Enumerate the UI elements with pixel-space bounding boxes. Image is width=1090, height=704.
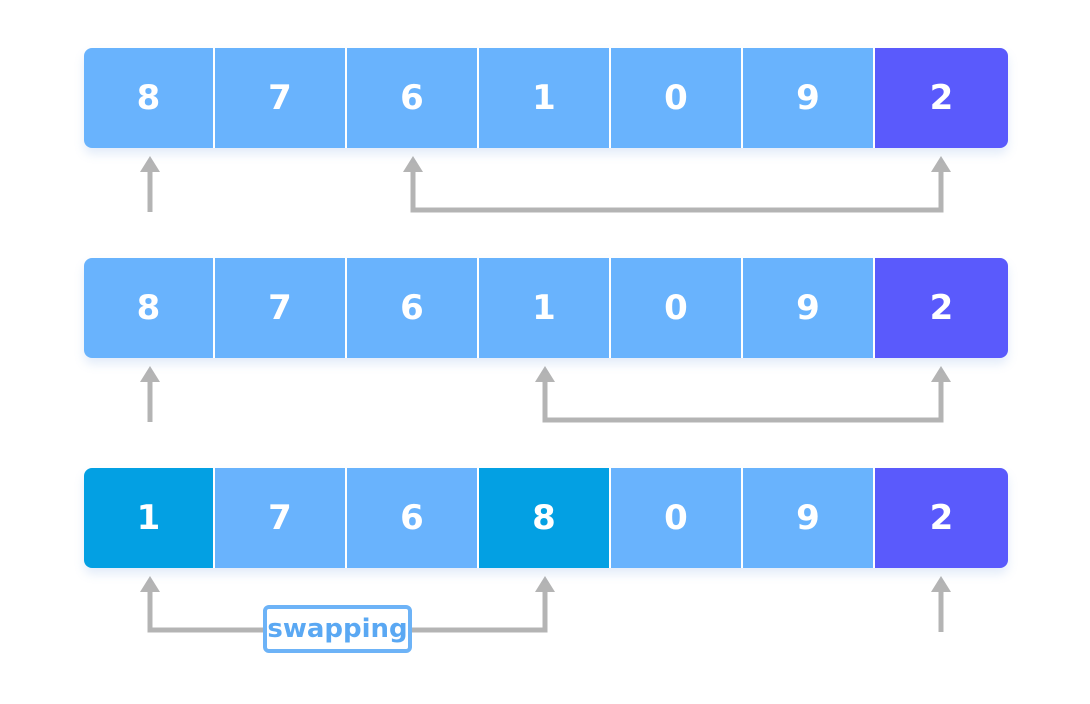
pointer-j-bracket-arrow bbox=[410, 170, 944, 213]
array-cell: 7 bbox=[215, 468, 347, 568]
arrowhead bbox=[403, 156, 423, 172]
arrowhead bbox=[931, 576, 951, 592]
array-cell: 1 bbox=[84, 468, 215, 568]
arrowhead bbox=[140, 366, 160, 382]
arrowhead bbox=[140, 576, 160, 592]
pointer-j-bracket-arrow bbox=[542, 380, 944, 423]
array-cell: 6 bbox=[347, 468, 479, 568]
array-cell: 0 bbox=[611, 48, 743, 148]
array-cell: 8 bbox=[479, 468, 611, 568]
arrowhead bbox=[931, 156, 951, 172]
array-cell: 6 bbox=[347, 48, 479, 148]
arrowhead bbox=[535, 366, 555, 382]
array-cell: 6 bbox=[347, 258, 479, 358]
array-cell: 1 bbox=[479, 258, 611, 358]
array-cell: 2 bbox=[875, 468, 1008, 568]
arrowhead bbox=[535, 576, 555, 592]
arrowhead bbox=[140, 156, 160, 172]
array-cell: 9 bbox=[743, 468, 875, 568]
swapping-label: swapping bbox=[263, 605, 412, 653]
array-cell: 1 bbox=[479, 48, 611, 148]
array-cell: 8 bbox=[84, 48, 215, 148]
arrowhead bbox=[931, 366, 951, 382]
array-cell: 2 bbox=[875, 48, 1008, 148]
array-cell: 9 bbox=[743, 48, 875, 148]
array-cell: 7 bbox=[215, 48, 347, 148]
array-cell: 0 bbox=[611, 258, 743, 358]
array-cell: 0 bbox=[611, 468, 743, 568]
array-cell: 2 bbox=[875, 258, 1008, 358]
array-cell: 8 bbox=[84, 258, 215, 358]
array-cell: 9 bbox=[743, 258, 875, 358]
array-cell: 7 bbox=[215, 258, 347, 358]
